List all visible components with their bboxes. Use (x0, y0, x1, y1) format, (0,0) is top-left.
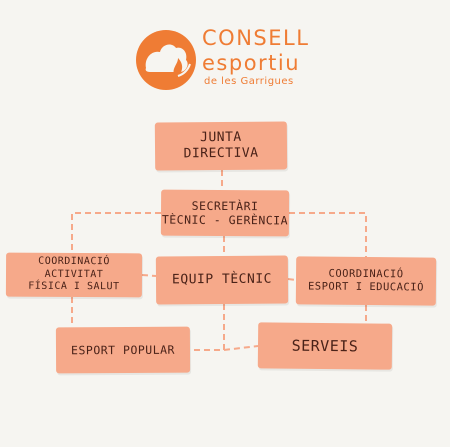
serveis-box: SERVEIS (257, 322, 393, 370)
logo-title-line2: esportiu (202, 51, 301, 75)
flame-tree-logo-icon (136, 30, 196, 90)
equip-tecnic-box: EQUIP TÈCNIC (155, 255, 289, 305)
coordinacio-esport-box: COORDINACIÓ ESPORT I EDUCACIÓ (295, 256, 437, 306)
equip-tecnic-label: EQUIP TÈCNIC (171, 271, 272, 288)
serveis-label: SERVEIS (291, 336, 359, 355)
esport-popular-box: ESPORT POPULAR (55, 326, 191, 374)
logo-title-line1: CONSELL (202, 26, 310, 50)
secretari-tecnic-box: SECRETÀRI TÈCNIC - GERÈNCIA (160, 189, 290, 237)
coordinacio-activitat-label: COORDINACIÓ ACTIVITAT FÍSICA I SALUT (28, 256, 120, 293)
secretari-tecnic-label: SECRETÀRI TÈCNIC - GERÈNCIA (161, 198, 289, 228)
esport-popular-label: ESPORT POPULAR (70, 342, 176, 358)
logo: CONSELL esportiu de les Garrigues (134, 22, 308, 94)
coordinacio-esport-label: COORDINACIÓ ESPORT I EDUCACIÓ (307, 267, 424, 294)
coordinacio-activitat-box: COORDINACIÓ ACTIVITAT FÍSICA I SALUT (5, 252, 143, 298)
junta-directiva-label: JUNTA DIRECTIVA (183, 129, 259, 162)
logo-subtitle: de les Garrigues (204, 76, 294, 87)
junta-directiva-box: JUNTA DIRECTIVA (154, 121, 288, 171)
